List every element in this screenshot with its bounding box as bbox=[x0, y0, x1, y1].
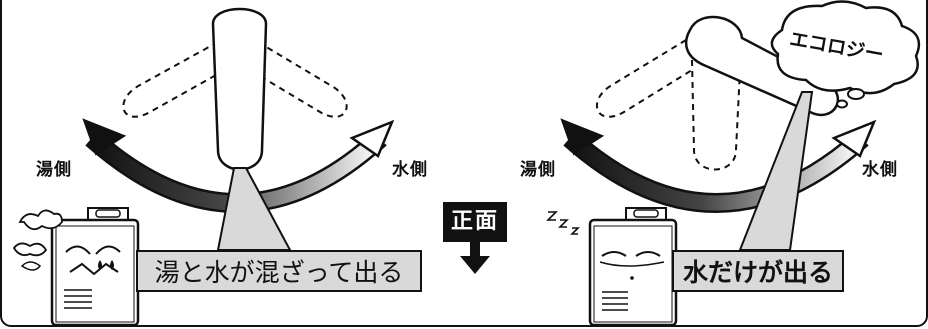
water-heater-right bbox=[546, 207, 678, 327]
caption-right: 水だけが出る bbox=[672, 250, 844, 292]
dashed-lever-cold bbox=[249, 41, 348, 118]
thought-bubble bbox=[770, 0, 921, 95]
caption-left: 湯と水が混ざって出る bbox=[136, 250, 422, 292]
right-panel bbox=[546, 0, 921, 327]
hot-side-label-left: 湯側 bbox=[36, 160, 72, 180]
dashed-lever-center-right bbox=[691, 59, 741, 171]
front-label: 正面 bbox=[443, 202, 507, 242]
callout-pointer-right bbox=[738, 91, 814, 251]
cold-arrowhead-right bbox=[831, 119, 877, 158]
dashed-lever-hot bbox=[122, 41, 226, 118]
water-heater-left bbox=[12, 207, 140, 327]
front-arrow bbox=[460, 242, 490, 274]
hot-arrowhead-right bbox=[560, 118, 605, 156]
mix-arc-gradient-right bbox=[565, 132, 867, 211]
callout-pointer-left bbox=[216, 167, 292, 251]
lever-center bbox=[211, 7, 268, 171]
cold-side-label-right: 水側 bbox=[862, 160, 898, 180]
hot-side-label-right: 湯側 bbox=[520, 160, 556, 180]
cold-arrowhead bbox=[349, 119, 395, 158]
dashed-lever-hot-right bbox=[595, 39, 693, 118]
hot-arrowhead bbox=[82, 118, 127, 156]
cold-side-label-left: 水側 bbox=[392, 160, 428, 180]
